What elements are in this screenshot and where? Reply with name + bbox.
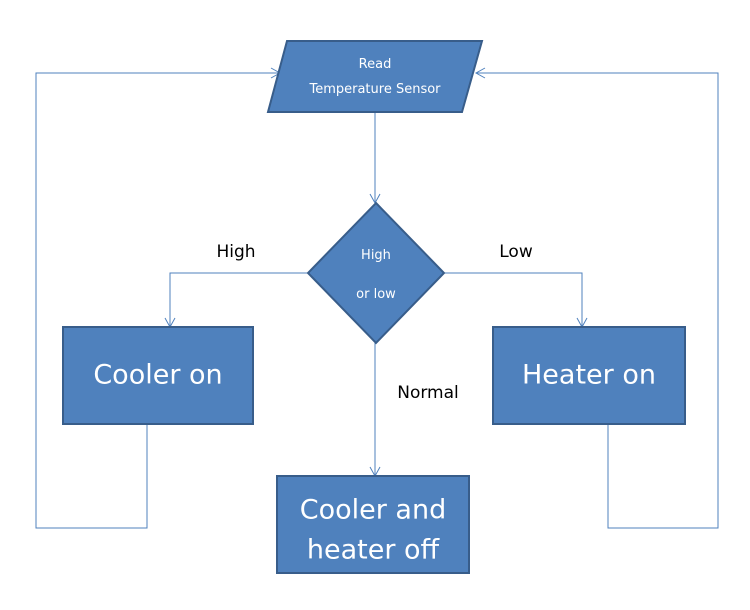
arrowhead-loop-right: [474, 67, 486, 79]
heater-on-label: Heater on: [522, 360, 656, 391]
decision-node: High or low: [306, 201, 446, 345]
decision-shape: [306, 201, 446, 345]
decision-line-2: or low: [356, 287, 396, 302]
edge-label-low: Low: [499, 242, 533, 262]
both-off-shape: [276, 475, 470, 574]
both-off-node: Cooler and heater off: [276, 475, 470, 574]
heater-on-node: Heater on: [492, 326, 686, 425]
connector-low-to-heater: [444, 272, 583, 327]
connector-heater-loop: [476, 72, 719, 529]
cooler-on-node: Cooler on: [62, 326, 254, 425]
edge-label-normal: Normal: [397, 383, 459, 403]
both-off-line-1: Cooler and: [300, 495, 446, 526]
connectors: [35, 67, 719, 529]
read-sensor-shape: [266, 40, 484, 113]
decision-line-1: High: [361, 248, 391, 263]
connector-high-to-cooler: [169, 272, 308, 327]
both-off-line-2: heater off: [307, 535, 441, 566]
connector-cooler-loop: [35, 72, 280, 529]
read-sensor-node: Read Temperature Sensor: [266, 40, 484, 113]
cooler-on-label: Cooler on: [93, 360, 222, 391]
edge-label-high: High: [216, 242, 255, 262]
heater-on-shape: [492, 326, 686, 425]
cooler-on-shape: [62, 326, 254, 425]
read-sensor-line-1: Read: [359, 57, 392, 72]
read-sensor-line-2: Temperature Sensor: [308, 82, 441, 97]
